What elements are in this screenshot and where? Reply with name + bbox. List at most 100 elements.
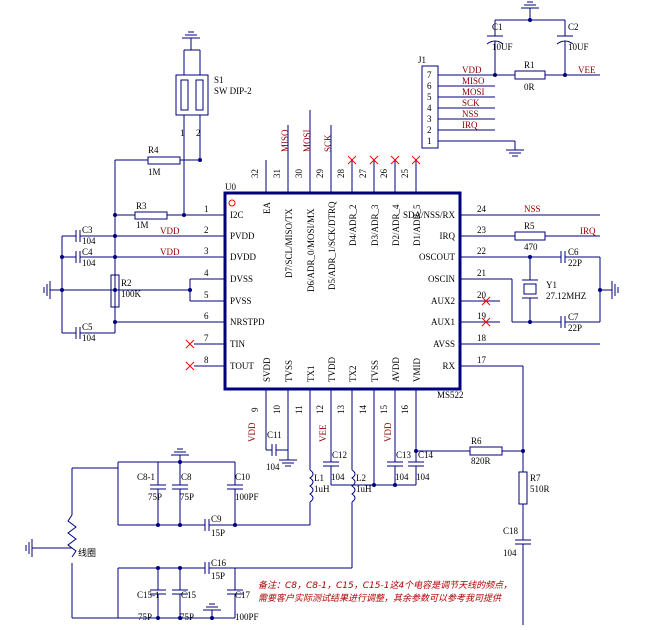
pin-name-pvss: PVSS (230, 296, 252, 306)
pin-name-sda: SDA/NSS/RX (403, 210, 456, 220)
l1-ref: L1 (314, 473, 324, 483)
pin-num-14: 14 (358, 405, 368, 415)
r1-ref: R1 (524, 60, 535, 70)
pin-num-18: 18 (477, 333, 487, 343)
c151-value: 75P (138, 612, 152, 622)
s1-value: SW DIP-2 (214, 86, 252, 96)
capacitor-c8: C8 75P (172, 462, 194, 525)
capacitor-c7: C7 22P (550, 312, 600, 333)
connector-j1: J1 7 6 5 4 3 2 1 VDD MISO MOSI SCK NSS I… (418, 55, 515, 149)
pin-num-30: 30 (294, 169, 304, 179)
ground-symbol-c11 (279, 459, 297, 467)
pin-name-irq: IRQ (440, 231, 456, 241)
capacitor-c12: C12 104 (323, 445, 347, 485)
c12-value: 104 (331, 472, 345, 482)
net-vee-tvdd: VEE (318, 424, 328, 442)
antenna-coil: 线圈 (40, 467, 118, 619)
pin-name-d4: D4/ADR_2 (348, 204, 358, 246)
c151-ref: C15-1 (137, 590, 160, 600)
r3-value: 1M (136, 220, 149, 230)
pin-num-1: 1 (204, 204, 209, 214)
pin-num-4: 4 (204, 268, 209, 278)
pin-name-d3: D3/ADR_3 (370, 204, 380, 246)
c81-ref: C8-1 (137, 472, 155, 482)
pin-name-avss: AVSS (433, 339, 455, 349)
pin-name-d7: D7/SCL/MISO/TX (284, 208, 294, 278)
net-nss: NSS (524, 204, 541, 214)
c7-ref: C7 (568, 312, 579, 322)
nc-cross-26 (390, 155, 400, 165)
resistor-r7: R7 510R (518, 471, 550, 540)
r5-ref: R5 (524, 221, 535, 231)
j1-pin-7: 7 (427, 70, 432, 80)
pin-num-20: 20 (477, 290, 487, 300)
c2-ref: C2 (568, 22, 579, 32)
pin-name-pvdd: PVDD (230, 231, 255, 241)
c81-value: 75P (148, 492, 162, 502)
j1-pin-1: 1 (427, 136, 432, 146)
r7-value: 510R (530, 484, 550, 494)
switch-s1: S1 SW DIP-2 1 2 (175, 31, 252, 160)
nc-cross-8 (185, 361, 195, 371)
ic-u0: U0 MS522 1 2 3 4 5 6 7 8 I2C PVDD DVDD D… (200, 160, 500, 420)
net-label-miso: MISO (280, 129, 290, 152)
pin-num-19: 19 (477, 311, 487, 321)
pin-num-12: 12 (315, 405, 325, 414)
ground-symbol-j1 (506, 149, 524, 157)
c17-ref: C17 (235, 590, 251, 600)
net-vdd-dvdd: VDD (160, 247, 180, 257)
c5-ref: C5 (82, 322, 93, 332)
pin-name-dvss: DVSS (230, 274, 253, 284)
c3-ref: C3 (82, 225, 93, 235)
c17-value: 100PF (235, 612, 259, 622)
c1-ref: C1 (492, 22, 503, 32)
pin-num-21: 21 (477, 268, 486, 278)
j1-pin-3: 3 (427, 114, 432, 124)
r3-ref: R3 (136, 201, 147, 211)
j1-net-irq: IRQ (462, 120, 478, 130)
s1-pin1: 1 (180, 128, 185, 138)
c3-value: 104 (82, 236, 96, 246)
c11-value: 104 (266, 462, 280, 472)
capacitor-c16: C16 15P (204, 558, 352, 581)
pin-name-tvss1: TVSS (284, 360, 294, 382)
pin-num-27: 27 (358, 169, 368, 179)
pin-name-oscout: OSCOUT (419, 252, 456, 262)
pin-num-11: 11 (294, 405, 304, 414)
pin-num-5: 5 (204, 290, 209, 300)
note-line-2: 需要客户实际测试结果进行调整，其余参数可以参考我司提供 (258, 593, 502, 604)
capacitor-c5: C5 104 (62, 322, 115, 343)
capacitor-c2: C2 10UF (556, 20, 589, 75)
inductor-l1: L1 1uH (309, 420, 330, 525)
pin-num-29: 29 (315, 169, 325, 179)
ic-ref: U0 (225, 182, 236, 192)
capacitor-c3: C3 104 (62, 225, 115, 246)
pin-name-tvss2: TVSS (370, 360, 380, 382)
pin-name-tx1: TX1 (306, 366, 316, 383)
net-irq: IRQ (580, 226, 596, 236)
pin-num-3: 3 (204, 246, 209, 256)
ic-part: MS522 (437, 390, 464, 400)
j1-pin-2: 2 (427, 125, 432, 135)
note-line-1: 备注：C8，C8-1，C15，C15-1这4个电容是调节天线的频点， (258, 580, 512, 591)
pin-num-9: 9 (250, 407, 260, 412)
ground-symbol-c1c2 (521, 1, 539, 20)
c14-value: 104 (416, 472, 430, 482)
c4-value: 104 (82, 258, 96, 268)
pin-num-16: 16 (400, 405, 410, 415)
pin-num-6: 6 (204, 311, 209, 321)
l2-ref: L2 (356, 473, 366, 483)
pin-name-dvdd: DVDD (230, 252, 256, 262)
nc-cross-27 (369, 155, 379, 165)
c2-value: 10UF (568, 42, 589, 52)
pin-num-17: 17 (477, 355, 487, 365)
capacitor-c14: C14 104 (408, 450, 434, 485)
net-vdd-avdd: VDD (383, 422, 393, 442)
pin-name-d1: D1/ADR_5 (412, 204, 422, 246)
capacitor-c17: C17 100PF (227, 568, 259, 622)
pin-num-25: 25 (400, 169, 410, 179)
capacitor-c10: C10 100PF (227, 462, 259, 525)
pin-name-tin: TIN (230, 339, 245, 349)
r2-value: 100K (121, 289, 142, 299)
